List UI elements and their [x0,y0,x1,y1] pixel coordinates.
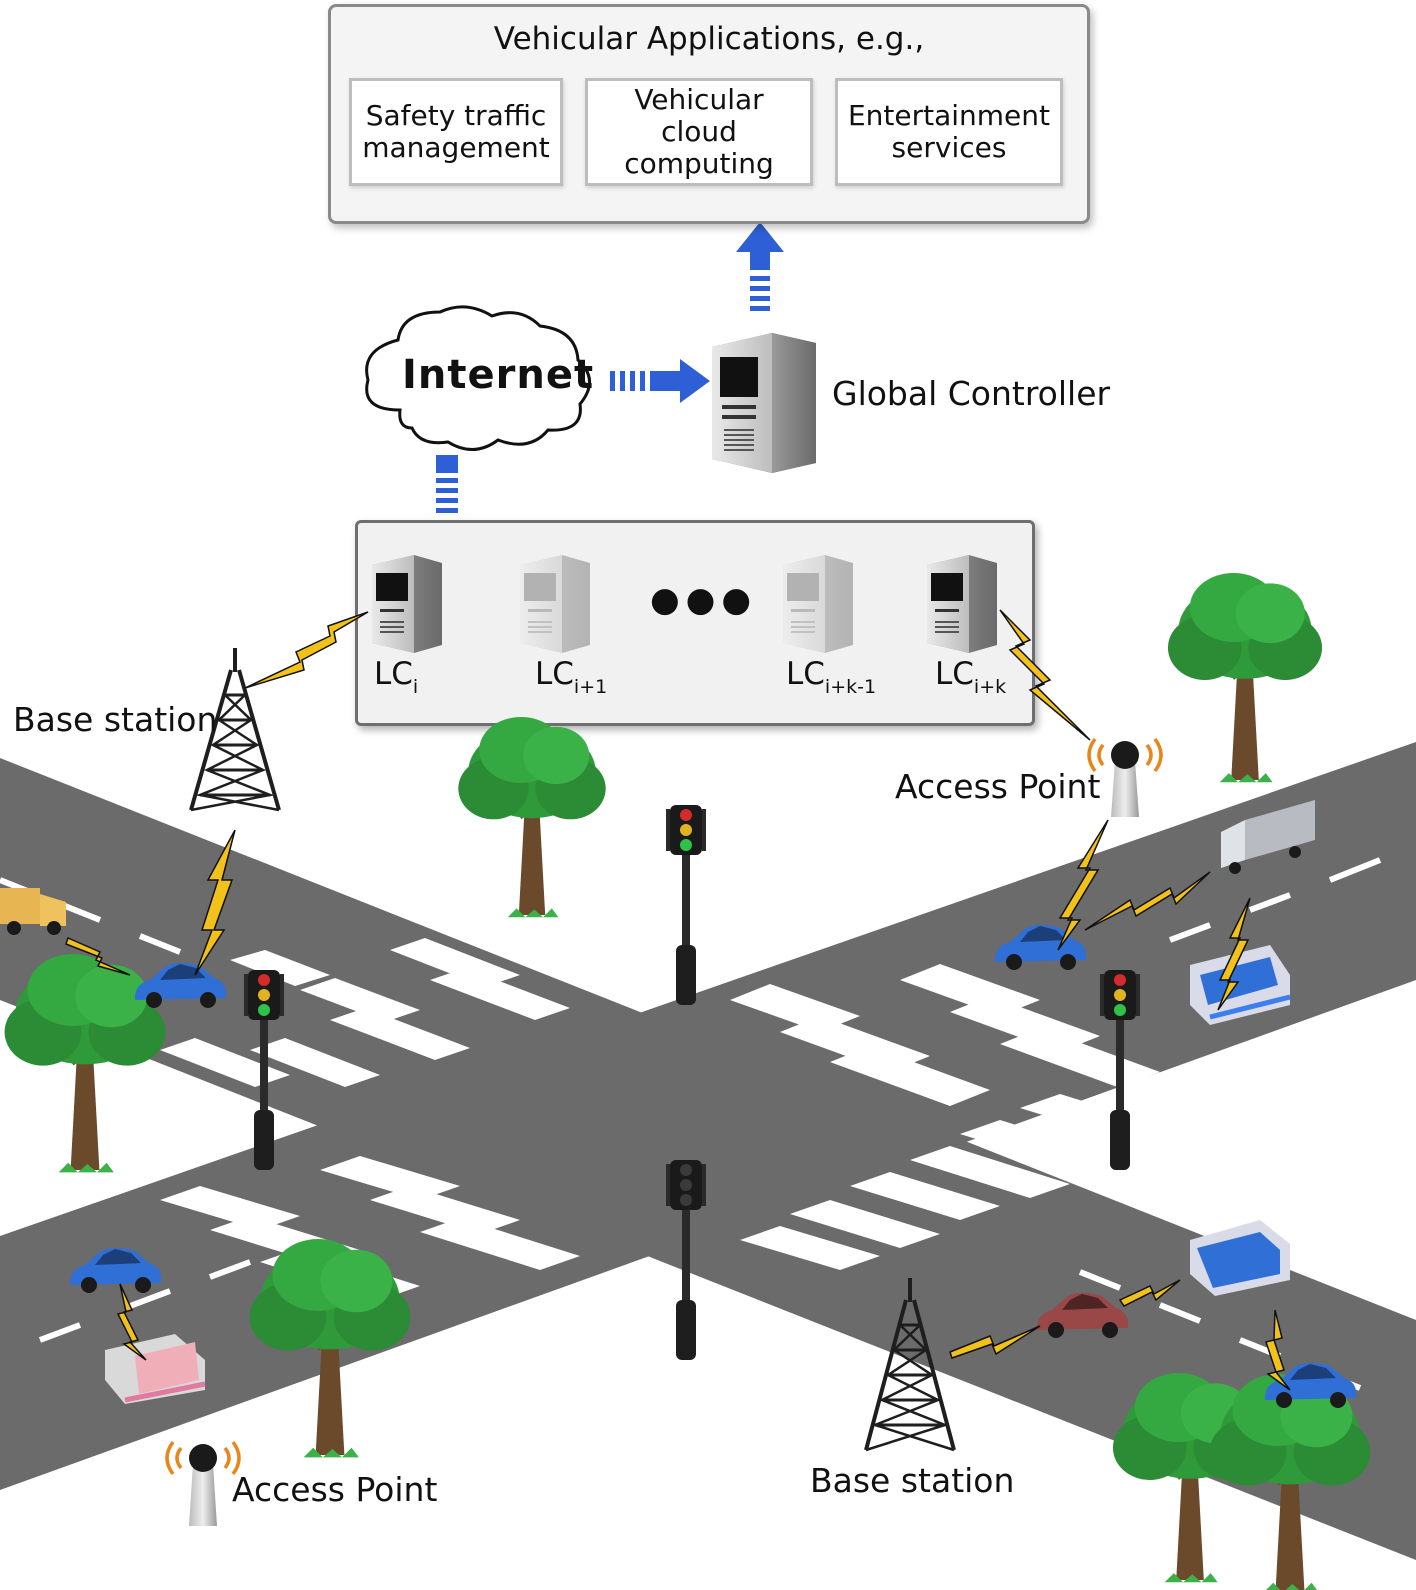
global-controller-label: Global Controller [832,374,1111,413]
wireless-links [65,609,1291,1391]
local-controller-label: LCi+1 [535,656,607,698]
internet-label: Internet [402,352,595,398]
truck-icon [1221,800,1315,874]
base-station-tower-icon [189,648,281,812]
lc-sub: i+k [973,676,1007,698]
ellipsis-dots: ●●● [650,580,758,620]
truck-icon [0,888,66,935]
local-controller-server-icon [927,555,997,653]
local-controller-server-icon [783,555,853,653]
local-controller-server-icon [372,555,442,653]
tree-icon [458,717,605,917]
lc-base: LC [786,656,825,692]
bus-icon [105,1334,206,1404]
bus-icon [1190,945,1291,1025]
lc-base: LC [935,656,974,692]
bus-icon [1190,1220,1290,1296]
tree-icon [1210,1374,1371,1590]
link-internet-to-local-controllers [436,455,458,513]
access-point-label-bottom: Access Point [232,1470,438,1509]
arrow-up-to-applications [736,222,784,311]
lc-base: LC [374,656,413,692]
internet-cloud-icon [365,305,591,451]
app-label-line1: Safety traffic [365,99,547,132]
access-point-icon [1087,737,1163,817]
local-controller-label: LCi+k-1 [786,656,876,698]
lc-sub: i [412,676,419,698]
local-controllers-panel [355,520,1035,726]
lc-sub: i+k-1 [824,676,877,698]
traffic-light-icon [666,805,706,1005]
local-controller-server-icon [520,555,590,653]
tree-icon [1168,573,1322,782]
base-station-tower-icon [864,1278,956,1452]
lc-sub: i+1 [573,676,608,698]
base-station-label-top: Base station [13,700,218,739]
app-label-line1: Entertainment [847,99,1051,132]
app-label-line1: Vehicular cloud [634,83,764,148]
lc-base: LC [535,656,574,692]
applications-title: Vehicular Applications, e.g., [493,21,925,57]
global-controller-server-icon [712,333,816,473]
app-label-line2: services [891,131,1007,164]
app-label-line2: management [362,131,550,164]
access-point-icon [165,1440,241,1526]
local-controller-label: LCi+k [935,656,1006,698]
base-station-label-bottom: Base station [810,1461,1015,1500]
access-point-label-top: Access Point [895,767,1101,806]
applications-box: Vehicular Applications, e.g., Safety tra… [328,4,1090,224]
arrow-internet-to-controller [610,359,710,403]
local-controller-label: LCi [374,656,418,698]
app-label-line2: computing [624,147,774,180]
